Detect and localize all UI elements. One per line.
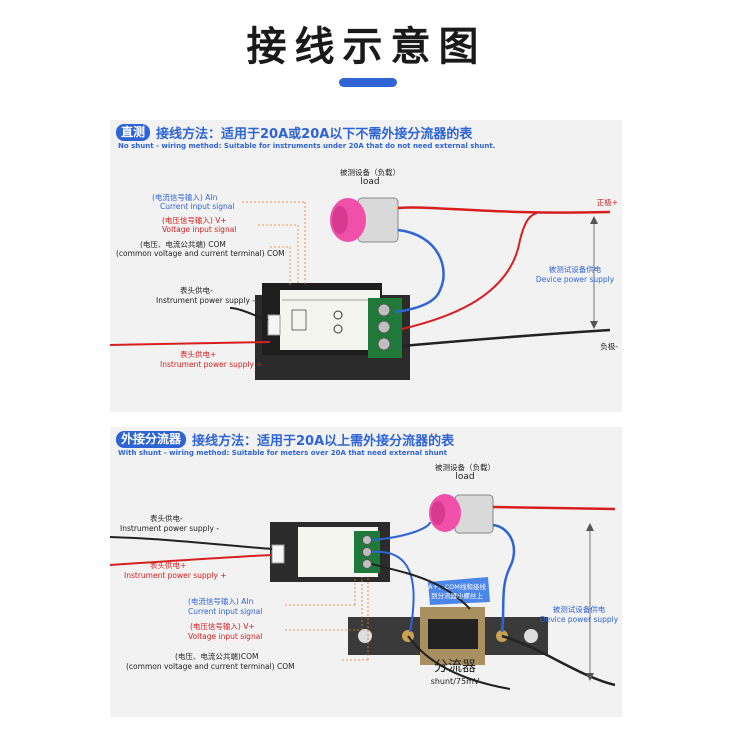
panel-direct: 直测 接线方法：适用于20A或20A以下不需外接分流器的表 No shunt -… xyxy=(110,120,622,412)
voltage-input-en: Voltage input signal xyxy=(188,632,263,641)
common-terminal-cn: (电压、电流公共端) COM xyxy=(140,240,226,249)
shunt-wiring-diagram xyxy=(110,494,616,690)
load-label-cn: 被测设备（负载） xyxy=(435,463,495,472)
load-motor xyxy=(429,494,494,534)
subheading-direct: No shunt - wiring method: Suitable for i… xyxy=(118,142,496,150)
load-label-en: load xyxy=(360,177,380,187)
shunt-label-en: shunt/75mV xyxy=(430,677,480,686)
current-input-en: Current input signal xyxy=(188,607,263,616)
voltage-input-en: Voltage input signal xyxy=(162,225,237,234)
title-underline xyxy=(339,78,397,87)
subheading-shunt: With shunt - wiring method: Suitable for… xyxy=(118,449,447,457)
badge-shunt: 外接分流器 xyxy=(116,430,187,448)
page-title: 接线示意图 xyxy=(246,24,487,70)
common-terminal-cn: (电压、电流公共端)COM xyxy=(175,652,259,661)
direct-wiring-diagram xyxy=(110,197,611,380)
common-terminal-en: (common voltage and current terminal) CO… xyxy=(126,662,295,671)
instrument-pos-en: Instrument power supply + xyxy=(124,571,227,580)
panel-shunt-header: 外接分流器 接线方法：适用于20A以上需外接分流器的表 xyxy=(116,430,455,449)
current-input-cn: (电流信号输入) AIn xyxy=(188,597,254,606)
instrument-pos-cn: 表头供电+ xyxy=(150,561,187,570)
negative-label: 负极- xyxy=(600,342,618,351)
device-power-cn: 被测试设备供电 xyxy=(548,265,602,274)
badge-direct: 直测 xyxy=(116,123,151,141)
instrument-pos-en: Instrument power supply + xyxy=(160,360,263,369)
common-terminal-en: (common voltage and current terminal) CO… xyxy=(116,249,285,258)
shunt-note-line-2: 到分流器小螺丝上 xyxy=(431,592,483,600)
panel-shunt: 外接分流器 接线方法：适用于20A以上需外接分流器的表 With shunt -… xyxy=(110,427,622,717)
device-power-cn: 被测试设备供电 xyxy=(552,605,606,614)
shunt-note-line-1: A+、COM线和接线 xyxy=(428,583,486,591)
shunt-device xyxy=(348,577,548,665)
shunt-label-cn: 分流器 xyxy=(434,659,476,675)
instrument-neg-en: Instrument power supply - xyxy=(120,524,220,533)
instrument-neg-cn: 表头供电- xyxy=(150,514,183,523)
instrument-neg-cn: 表头供电- xyxy=(180,286,213,295)
device-power-en: Device power supply xyxy=(535,275,615,284)
heading-direct: 接线方法：适用于20A或20A以下不需外接分流器的表 xyxy=(156,126,473,142)
terminal-block xyxy=(368,298,402,358)
load-motor xyxy=(330,197,399,243)
instrument-neg-en: Instrument power supply - xyxy=(156,296,256,305)
meter-device xyxy=(270,522,390,582)
voltage-input-cn: (电压信号输入) V+ xyxy=(162,216,227,225)
positive-label: 正极+ xyxy=(596,198,618,207)
voltage-input-cn: (电压信号输入) V+ xyxy=(190,622,255,631)
current-input-cn: (电流信号输入) AIn xyxy=(152,193,218,202)
load-label-cn: 被测设备（负载） xyxy=(340,168,400,177)
heading-shunt: 接线方法：适用于20A以上需外接分流器的表 xyxy=(192,433,455,449)
load-label-en: load xyxy=(455,472,475,482)
instrument-pos-cn: 表头供电+ xyxy=(180,350,217,359)
current-input-en: Current input signal xyxy=(160,202,235,211)
panel-direct-header: 直测 接线方法：适用于20A或20A以下不需外接分流器的表 xyxy=(116,123,473,142)
device-power-en: Device power supply xyxy=(539,615,619,624)
